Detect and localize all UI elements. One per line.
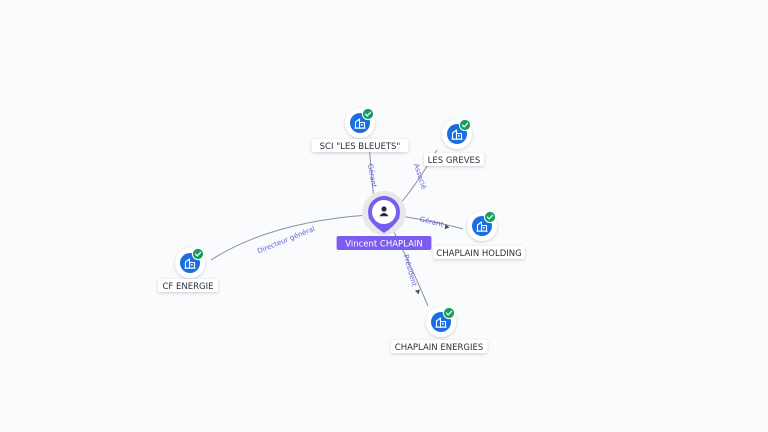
edge-chaplain-holding: [399, 215, 464, 230]
person-label-bg: [336, 236, 432, 250]
building-icon: [435, 317, 447, 328]
building-icon: [354, 118, 366, 129]
building-icon: [184, 258, 196, 269]
company-name: CHAPLAIN HOLDING: [436, 249, 521, 259]
nodes-layer: SCI "LES BLEUETS" LES GREVES CHAPLAIN HOLD…: [158, 107, 525, 353]
relation-label: Gérant: [366, 163, 378, 188]
check-badge-icon: [483, 210, 497, 224]
company-label-bg: [158, 279, 218, 292]
company-label-bg: [311, 139, 409, 152]
person-icon: [379, 206, 389, 217]
building-icon: [476, 221, 488, 232]
building-icon: [451, 129, 463, 140]
relation-label: Directeur général: [256, 225, 316, 255]
company-node-chaplain-energies[interactable]: CHAPLAIN ENERGIES: [390, 306, 488, 353]
company-name: CHAPLAIN ENERGIES: [395, 343, 483, 353]
company-label-bg: [424, 153, 484, 166]
check-badge-icon: [458, 118, 472, 132]
check-badge-icon: [442, 306, 456, 320]
company-name: LES GREVES: [428, 156, 481, 166]
edge-arrow-icon: [444, 224, 450, 230]
edge-cf-energie: [210, 214, 369, 261]
check-badge-icon: [191, 247, 205, 261]
company-name: SCI "LES BLEUETS": [320, 142, 401, 152]
relation-label: Gérant: [419, 215, 445, 229]
company-label-bg: [390, 340, 488, 353]
company-node-cf-energie[interactable]: CF ENERGIE: [158, 247, 218, 292]
person-name: Vincent CHAPLAIN: [345, 240, 423, 250]
company-label-bg: [433, 246, 525, 259]
company-node-chaplain-holding[interactable]: CHAPLAIN HOLDING: [433, 210, 525, 259]
company-node-les-greves[interactable]: LES GREVES: [424, 118, 484, 166]
check-badge-icon: [361, 107, 375, 121]
center-person-node[interactable]: Vincent CHAPLAIN: [336, 191, 432, 250]
edge-chaplain-energies: [391, 227, 429, 307]
edge-arrow-icon: [415, 289, 420, 295]
company-name: CF ENERGIE: [163, 282, 214, 292]
company-node-sci-les-bleuets[interactable]: SCI "LES BLEUETS": [311, 107, 409, 152]
relation-label: Président: [402, 254, 419, 288]
